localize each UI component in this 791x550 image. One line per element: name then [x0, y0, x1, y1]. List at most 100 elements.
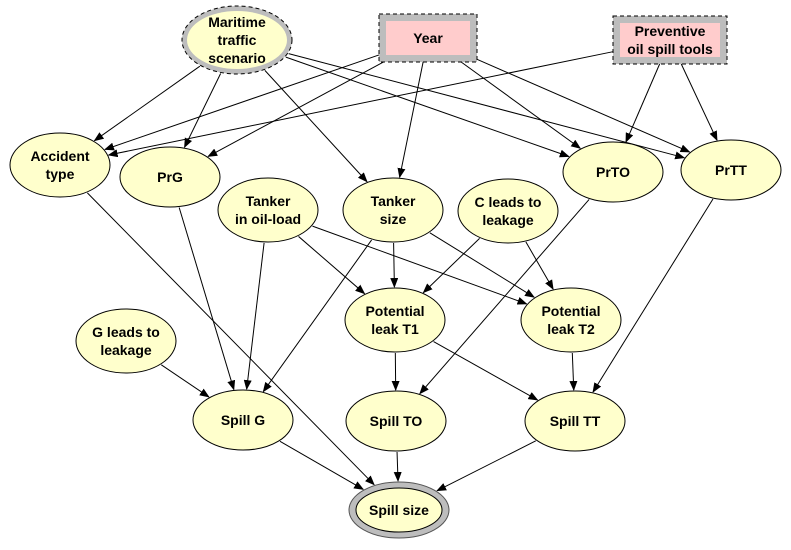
edge-tanker-size-to-spill-g	[262, 239, 373, 393]
node-year[interactable]: Year	[378, 13, 478, 63]
node-label: Year	[413, 30, 443, 46]
edge-accident-type-to-spill-size	[87, 192, 375, 486]
node-prtt[interactable]: PrTT	[680, 139, 782, 201]
edge-maritime-traffic-to-accident-type	[93, 65, 201, 142]
node-label-line: Year	[413, 30, 443, 46]
node-shape	[524, 390, 626, 452]
edge-prg-to-spill-g	[178, 207, 236, 391]
node-label: Tanker in oil-load	[235, 193, 301, 227]
edges	[87, 51, 718, 492]
node-label-line: in oil-load	[235, 211, 301, 227]
node-shape	[457, 178, 559, 244]
node-label: PrG	[157, 169, 183, 185]
edge-potential-leak-t2-to-spill-tt	[569, 352, 578, 392]
node-prg[interactable]: PrG	[119, 146, 221, 208]
node-label: Spill TO	[370, 413, 423, 429]
node-shape	[217, 177, 319, 243]
edge-potential-leak-t1-to-spill-tt	[433, 341, 539, 401]
node-tanker-oil-load[interactable]: Tanker in oil-load	[217, 177, 319, 243]
node-preventive-tools[interactable]: Preventive oil spill tools	[612, 15, 728, 65]
edge-g-leads-leakage-to-spill-g	[161, 364, 210, 398]
edge-prto-to-spill-to	[419, 199, 590, 395]
node-label-line: C leads to	[475, 194, 542, 210]
node-shape	[75, 308, 177, 374]
node-shape	[344, 287, 446, 353]
edge-tanker-size-to-potential-leak-t1	[390, 242, 399, 289]
node-label-line: leak T2	[547, 321, 595, 337]
node-label: Preventive oil spill tools	[627, 23, 713, 57]
node-tanker-size[interactable]: Tanker size	[342, 177, 444, 243]
edge-spill-tt-to-spill-size	[436, 440, 537, 492]
edge-year-to-accident-type	[104, 54, 380, 151]
node-spill-tt[interactable]: Spill TT	[524, 390, 626, 452]
node-c-leads-leakage[interactable]: C leads to leakage	[457, 178, 559, 244]
node-label: C leads to leakage	[475, 194, 542, 228]
node-label-line: leakage	[482, 212, 534, 228]
node-label-line: Tanker	[371, 193, 416, 209]
node-spill-to[interactable]: Spill TO	[345, 390, 447, 452]
edge-c-leads-leakage-to-potential-leak-t1	[422, 238, 480, 294]
node-shape	[187, 11, 287, 69]
node-label-line: leakage	[100, 342, 152, 358]
node-label-line: PrG	[157, 169, 183, 185]
edge-preventive-tools-to-prto	[625, 63, 661, 143]
node-label-line: Spill size	[369, 502, 429, 518]
node-accident-type[interactable]: Accident type	[9, 132, 111, 198]
node-spill-size[interactable]: Spill size	[348, 481, 450, 539]
edge-tanker-oil-load-to-potential-leak-t2	[312, 225, 528, 305]
edge-tanker-oil-load-to-spill-g	[243, 242, 265, 391]
node-shape	[119, 146, 221, 208]
node-shape	[562, 141, 664, 203]
node-label: Spill TT	[550, 413, 601, 429]
node-label-line: Spill TT	[550, 413, 601, 429]
node-label-line: leak T1	[371, 321, 419, 337]
node-label-line: Spill TO	[370, 413, 423, 429]
node-label: PrTO	[596, 164, 630, 180]
edge-maritime-traffic-to-prto	[285, 56, 570, 158]
node-label-line: oil spill tools	[627, 41, 713, 57]
node-label: PrTT	[715, 162, 747, 178]
edge-maritime-traffic-to-tanker-size	[264, 70, 368, 183]
node-label-line: Accident	[30, 148, 89, 164]
node-prto[interactable]: PrTO	[562, 141, 664, 203]
edge-spill-to-to-spill-size	[393, 451, 402, 483]
edge-year-to-tanker-size	[397, 61, 424, 179]
edge-year-to-prtt	[476, 58, 691, 153]
node-shape	[342, 177, 444, 243]
edge-maritime-traffic-to-prg	[184, 73, 222, 149]
node-label: Tanker size	[371, 193, 416, 227]
node-label-line: Tanker	[246, 193, 291, 209]
edge-spill-g-to-spill-size	[279, 440, 365, 490]
node-shape	[9, 132, 111, 198]
edge-year-to-prg	[207, 61, 384, 157]
node-shape	[386, 21, 470, 55]
edge-tanker-size-to-potential-leak-t2	[429, 232, 535, 298]
node-shape	[680, 139, 782, 201]
edge-c-leads-leakage-to-potential-leak-t2	[525, 241, 554, 290]
node-shape	[520, 287, 622, 353]
node-label-line: traffic	[218, 32, 257, 48]
node-label-line: size	[380, 211, 407, 227]
edge-maritime-traffic-to-prtt	[288, 53, 686, 160]
node-label: Accident type	[30, 148, 89, 182]
node-shape	[345, 390, 447, 452]
edge-preventive-tools-to-prtt	[680, 63, 718, 142]
edge-prtt-to-spill-tt	[592, 198, 714, 393]
edge-year-to-prto	[460, 61, 582, 149]
node-label-line: PrTO	[596, 164, 630, 180]
node-spill-g[interactable]: Spill G	[192, 389, 294, 451]
node-label: Spill G	[221, 412, 265, 428]
node-label-line: type	[46, 166, 75, 182]
node-label-line: PrTT	[715, 162, 747, 178]
node-label-line: Preventive	[635, 23, 706, 39]
edge-tanker-oil-load-to-potential-leak-t1	[298, 236, 366, 295]
